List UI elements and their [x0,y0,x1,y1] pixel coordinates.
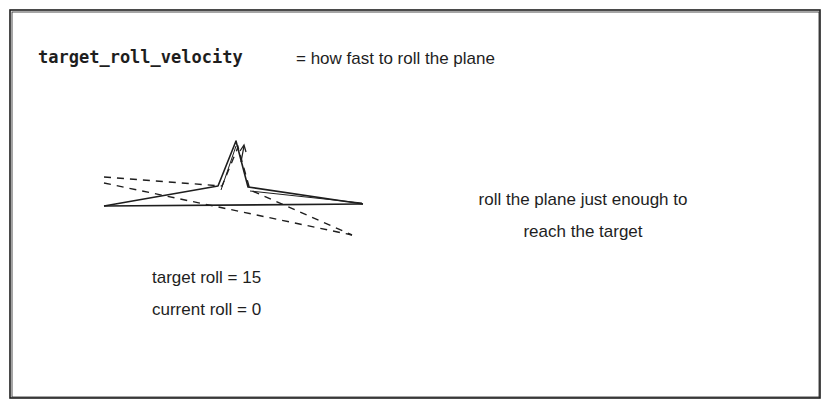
plane-level [104,141,363,206]
current-value: current roll = 0 [152,300,261,320]
explanation-note: roll the plane just enough to reach the … [478,184,688,248]
definition-note: = how fast to roll the plane [296,49,495,69]
roll-arrow [240,145,246,162]
frame-inner [12,12,819,397]
target-value: target roll = 15 [152,268,261,288]
frame [10,10,820,398]
plane-rolled [104,147,352,235]
variable-name: target_roll_velocity [38,47,243,67]
